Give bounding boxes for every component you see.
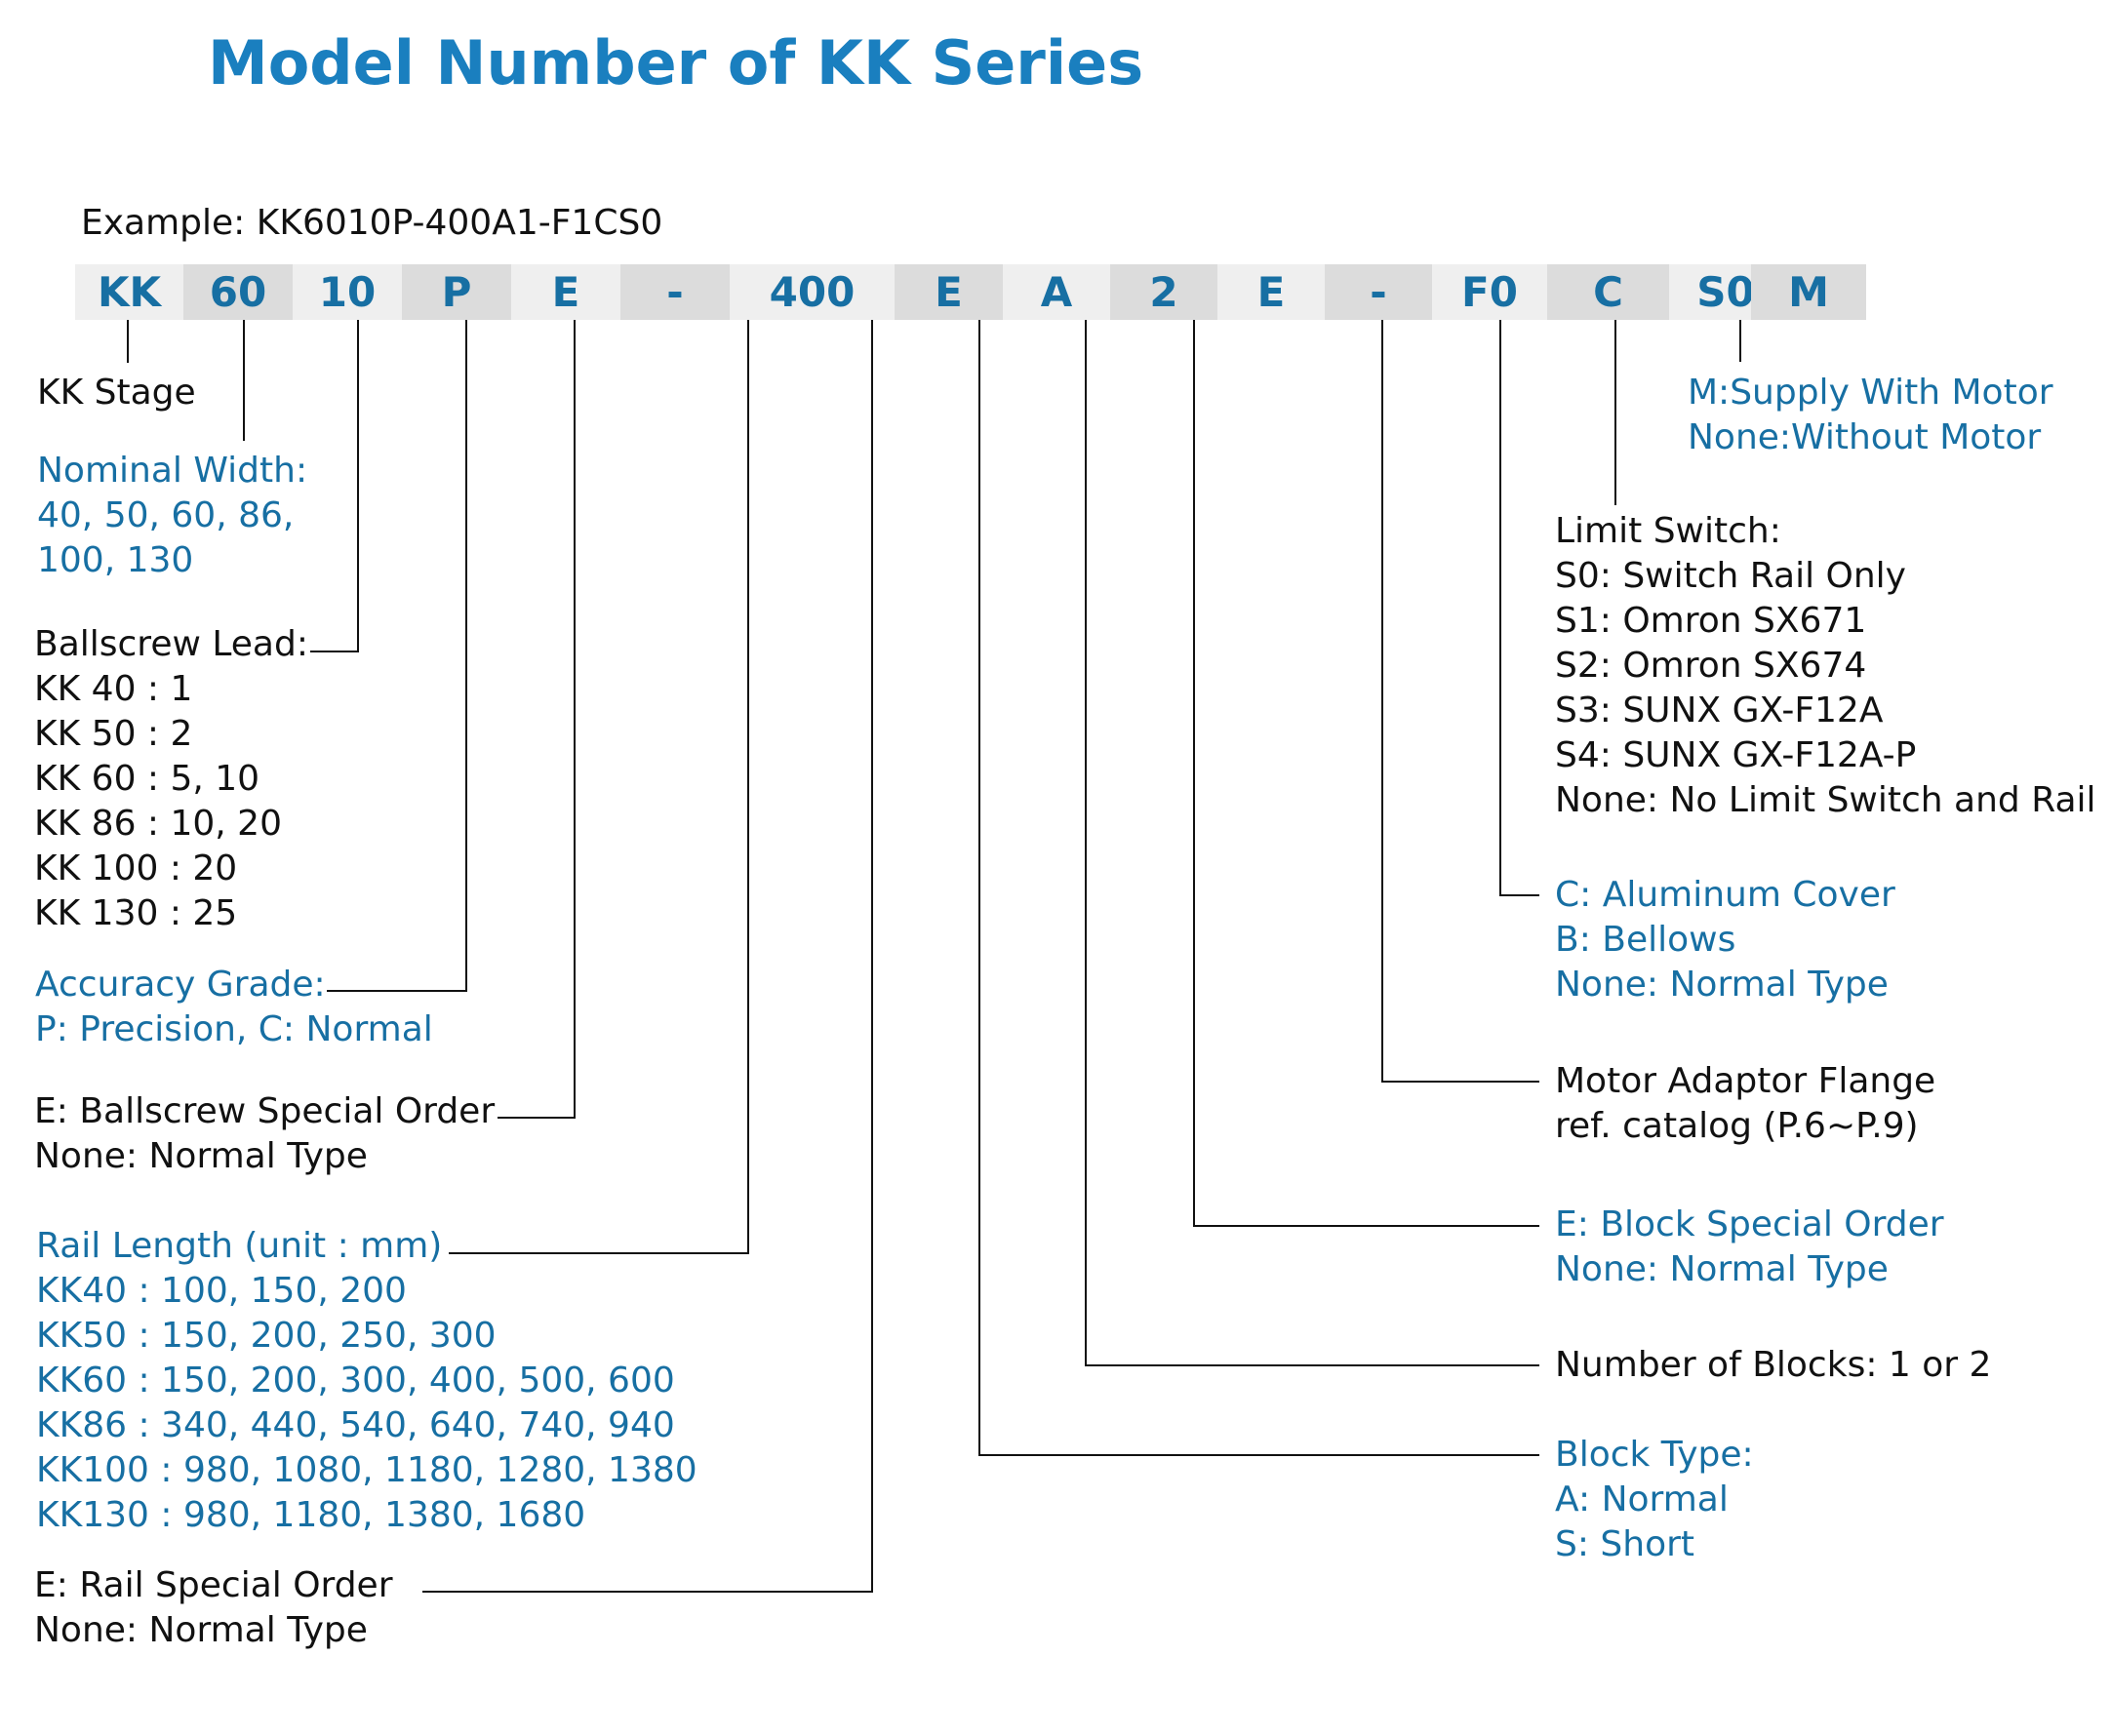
leader-block-special [1193, 320, 1539, 1227]
code-segment-ballscrew-special: E [511, 264, 620, 320]
model-code-bar: KK 60 10 P E - 400 E A 2 E - F0 C S0 M [75, 264, 1866, 320]
desc-limit-switch: Limit Switch: S0: Switch Rail Only S1: O… [1555, 509, 2096, 823]
desc-line: KK130 : 980, 1180, 1380, 1680 [36, 1495, 586, 1535]
desc-line: KK50 : 150, 200, 250, 300 [36, 1316, 497, 1356]
desc-nominal-width: Nominal Width: 40, 50, 60, 86, 100, 130 [37, 449, 307, 583]
desc-line: KK Stage [37, 373, 196, 413]
desc-line: KK 130 : 25 [34, 893, 238, 933]
desc-line: B: Bellows [1555, 920, 1736, 960]
desc-line: None: Normal Type [34, 1136, 368, 1176]
desc-ballscrew-lead: Ballscrew Lead: KK 40 : 1 KK 50 : 2 KK 6… [34, 622, 308, 936]
leader-ballscrew-special [498, 320, 576, 1119]
desc-line: KK60 : 150, 200, 300, 400, 500, 600 [36, 1361, 675, 1401]
leader-ballscrew-lead [310, 320, 359, 652]
desc-line: None: Normal Type [1555, 965, 1889, 1005]
desc-line: M:Supply With Motor [1688, 373, 2053, 413]
leader-cover [1499, 320, 1539, 896]
code-segment-num-blocks: 2 [1110, 264, 1217, 320]
desc-line: Accuracy Grade: [35, 965, 326, 1005]
desc-line: S3: SUNX GX-F12A [1555, 690, 1884, 730]
desc-rail-special: E: Rail Special Order None: Normal Type [34, 1563, 393, 1653]
desc-line: KK 60 : 5, 10 [34, 759, 260, 799]
desc-flange: Motor Adaptor Flange ref. catalog (P.6~P… [1555, 1059, 1935, 1149]
code-segment-lead: 10 [293, 264, 402, 320]
desc-line: E: Block Special Order [1555, 1204, 1944, 1244]
code-segment-kk: KK [75, 264, 183, 320]
desc-line: S1: Omron SX671 [1555, 601, 1867, 641]
desc-line: Nominal Width: [37, 451, 308, 491]
desc-line: None: Normal Type [34, 1610, 368, 1650]
code-segment-rail-length: 400 [730, 264, 895, 320]
leader-flange [1381, 320, 1539, 1083]
desc-line: None: No Limit Switch and Rail [1555, 780, 2096, 820]
desc-cover: C: Aluminum Cover B: Bellows None: Norma… [1555, 873, 1895, 1007]
leader-num-blocks [1085, 320, 1539, 1366]
desc-line: KK86 : 340, 440, 540, 640, 740, 940 [36, 1405, 675, 1445]
desc-line: KK 40 : 1 [34, 669, 193, 709]
code-segment-cover: C [1547, 264, 1669, 320]
desc-line: Rail Length (unit : mm) [36, 1226, 443, 1266]
example-model-number: Example: KK6010P-400A1-F1CS0 [81, 203, 663, 243]
desc-line: 100, 130 [37, 540, 194, 580]
desc-block-type: Block Type: A: Normal S: Short [1555, 1433, 1754, 1567]
leader-block-type [978, 320, 1539, 1456]
desc-line: S0: Switch Rail Only [1555, 556, 1906, 596]
desc-line: KK 100 : 20 [34, 848, 238, 888]
leader-rail-special [422, 320, 873, 1593]
leader-accuracy-grade [327, 320, 467, 992]
code-segment-block-special: E [1217, 264, 1325, 320]
page-title: Model Number of KK Series [208, 27, 1144, 99]
code-segment-motor: M [1751, 264, 1866, 320]
desc-line: None:Without Motor [1688, 417, 2042, 457]
desc-line: KK40 : 100, 150, 200 [36, 1271, 407, 1311]
code-segment-flange: F0 [1432, 264, 1547, 320]
desc-line: KK 86 : 10, 20 [34, 804, 282, 844]
desc-line: E: Rail Special Order [34, 1565, 393, 1605]
desc-line: Limit Switch: [1555, 511, 1781, 551]
desc-motor: M:Supply With Motor None:Without Motor [1688, 371, 2053, 460]
code-segment-accuracy: P [402, 264, 511, 320]
desc-kk-stage: KK Stage [37, 371, 196, 415]
code-segment-block-type: A [1003, 264, 1110, 320]
desc-accuracy-grade: Accuracy Grade: P: Precision, C: Normal [35, 963, 433, 1052]
desc-line: C: Aluminum Cover [1555, 875, 1895, 915]
desc-line: Block Type: [1555, 1435, 1754, 1475]
desc-line: None: Normal Type [1555, 1249, 1889, 1289]
code-segment-rail-special: E [895, 264, 1003, 320]
desc-line: Number of Blocks: 1 or 2 [1555, 1345, 1992, 1385]
desc-line: S: Short [1555, 1524, 1695, 1564]
code-segment-width: 60 [183, 264, 293, 320]
desc-line: E: Ballscrew Special Order [34, 1091, 496, 1131]
desc-rail-length: Rail Length (unit : mm) KK40 : 100, 150,… [36, 1224, 697, 1538]
desc-line: P: Precision, C: Normal [35, 1009, 433, 1049]
desc-line: Ballscrew Lead: [34, 624, 308, 664]
desc-line: S2: Omron SX674 [1555, 646, 1867, 686]
desc-line: ref. catalog (P.6~P.9) [1555, 1106, 1919, 1146]
desc-block-special: E: Block Special Order None: Normal Type [1555, 1203, 1944, 1292]
desc-line: Motor Adaptor Flange [1555, 1061, 1936, 1101]
desc-num-blocks: Number of Blocks: 1 or 2 [1555, 1343, 1991, 1388]
code-segment-dash-2: - [1325, 264, 1432, 320]
desc-ballscrew-special: E: Ballscrew Special Order None: Normal … [34, 1089, 495, 1179]
leader-rail-length [449, 320, 749, 1254]
desc-line: A: Normal [1555, 1480, 1729, 1519]
code-segment-dash-1: - [620, 264, 730, 320]
desc-line: KK 50 : 2 [34, 714, 193, 754]
desc-line: S4: SUNX GX-F12A-P [1555, 735, 1917, 775]
desc-line: 40, 50, 60, 86, [37, 495, 295, 535]
desc-line: KK100 : 980, 1080, 1180, 1280, 1380 [36, 1450, 697, 1490]
